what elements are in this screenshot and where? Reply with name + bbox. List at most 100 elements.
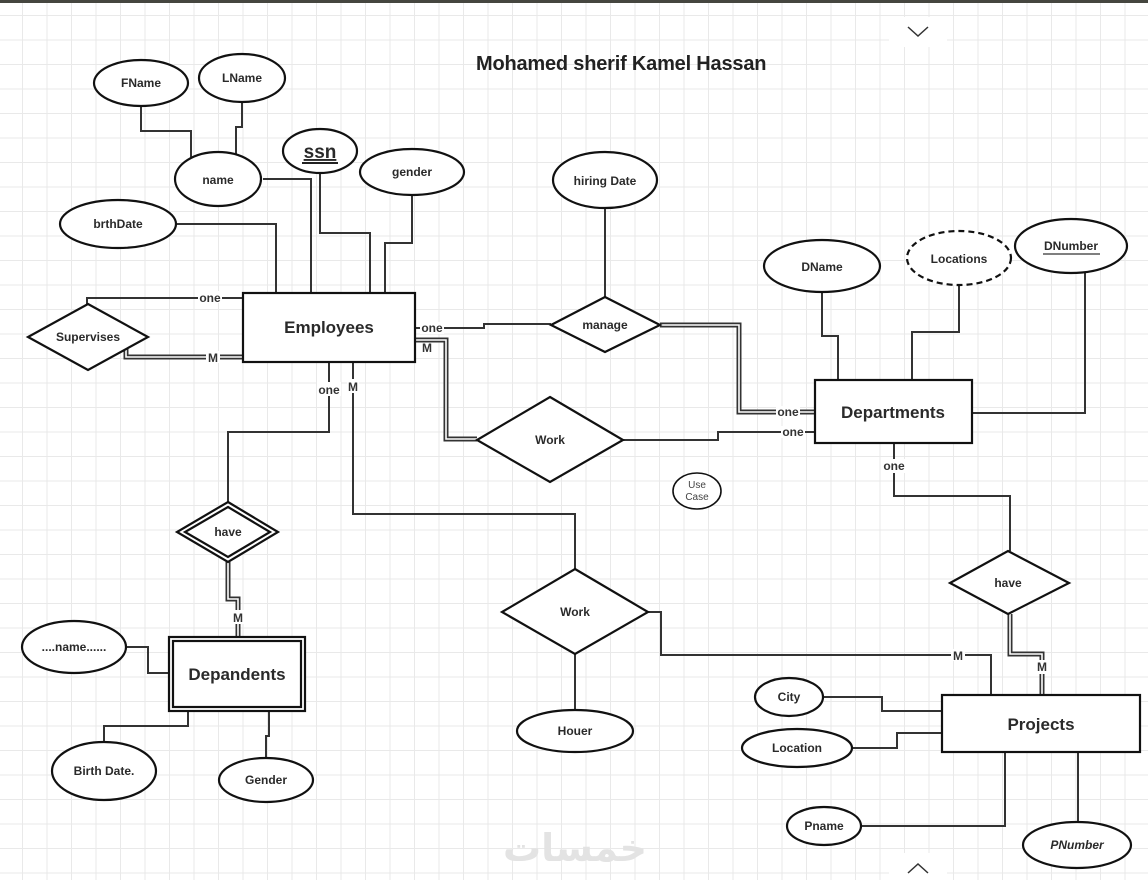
connector-birthdate-dependents [103,711,189,744]
relationship-work-projects[interactable]: Work [499,567,651,656]
attribute-fname[interactable]: FName [92,58,190,108]
cardinality-label: M [422,341,432,355]
attribute-ssn-label: ssn [304,142,337,163]
attribute-dependent-gender-label: Gender [245,773,287,787]
connector-pname-projects [862,752,1006,827]
diagram-title: Mohamed sherif Kamel Hassan [476,53,767,75]
attribute-dnumber[interactable]: DNumber [1013,217,1129,275]
attribute-gender[interactable]: gender [358,147,466,197]
attribute-dnumber-label: DNumber [1044,239,1098,253]
connector-name-employees [263,178,312,293]
attribute-name[interactable]: name [173,150,263,208]
attribute-location-label: Location [772,741,822,755]
attribute-dname-label: DName [801,260,843,274]
window-top-bar [0,0,1148,3]
cardinality-label: one [318,383,340,397]
cardinality-label: one [199,291,221,305]
attribute-dependent-gender[interactable]: Gender [217,756,315,804]
relationship-manage[interactable]: manage [548,295,663,354]
connector-location-projects [852,732,942,749]
attribute-gender-label: gender [392,165,432,179]
entity-projects[interactable]: Projects [940,693,1142,754]
relationship-have-projects-label: have [994,576,1022,590]
connector-ssn-employees [319,172,371,293]
connector-dnumber-departments [972,272,1086,414]
entity-employees[interactable]: Employees [241,291,417,364]
entity-projects-label: Projects [1007,715,1074,734]
attribute-houer-label: Houer [558,724,593,738]
attribute-lname[interactable]: LName [197,52,287,104]
cardinality-label: M [1037,660,1047,674]
connector-manage-departments [660,322,815,415]
relationship-have-dependents[interactable]: have [174,500,281,564]
relationship-have-dependents-label: have [214,525,242,539]
attribute-hiring-date[interactable]: hiring Date [551,150,659,210]
connector-dname-departments [821,291,839,380]
attribute-location[interactable]: Location [740,727,854,769]
attribute-name-label: name [202,173,234,187]
connector-employees-workp [352,362,576,569]
cardinality-label: M [208,351,218,365]
connector-gender-employees [384,194,413,293]
attribute-fname-label: FName [121,76,161,90]
use-case-line2: Case [685,492,709,503]
attribute-houer[interactable]: Houer [515,708,635,754]
relationship-supervises-label: Supervises [56,330,120,344]
attribute-pname[interactable]: Pname [785,805,863,847]
relationship-manage-label: manage [582,318,628,332]
connector-employees-have [227,362,330,502]
attribute-locations[interactable]: Locations [905,229,1013,287]
attribute-lname-label: LName [222,71,262,85]
relationship-supervises[interactable]: Supervises [25,302,151,372]
connector-workp-projects [648,611,992,695]
cardinality-label: one [782,425,804,439]
connector-fname-name [140,106,192,157]
connector-lname-name [235,102,243,155]
attribute-dname[interactable]: DName [762,238,882,294]
attribute-brthdate[interactable]: brthDate [58,198,178,250]
connector-departments-have [893,443,1011,551]
cardinality-labels: one M one M one one one M M one M M [198,291,1049,674]
attribute-dependent-name[interactable]: ....name...... [20,619,128,675]
chevron-up-icon [907,862,929,874]
expand-button[interactable] [889,853,947,883]
attribute-pnumber-label: PNumber [1050,838,1105,852]
collapse-button[interactable] [889,17,947,47]
er-diagram: Employees Departments Depandents Project… [20,52,1142,870]
connector-work-departments [623,431,815,441]
watermark-logo: خمسات [503,826,647,870]
connector-supervises-one [86,297,243,305]
relationship-have-projects[interactable]: have [947,549,1072,616]
attribute-pname-label: Pname [804,819,844,833]
connector-employees-manage [415,323,551,329]
entity-departments[interactable]: Departments [813,378,974,445]
attribute-dependent-name-label: ....name...... [42,640,107,654]
cardinality-label: one [777,405,799,419]
connector-brthdate-employees [176,223,277,293]
attribute-locations-label: Locations [931,252,988,266]
cardinality-label: M [348,380,358,394]
entity-employees-label: Employees [284,318,374,337]
attribute-city[interactable]: City [753,676,825,718]
relationship-work-projects-label: Work [560,605,590,619]
attribute-brthdate-label: brthDate [93,217,143,231]
attribute-birth-date[interactable]: Birth Date. [50,740,158,802]
connector-depname-dependents [126,646,170,674]
relationship-work-departments[interactable]: Work [474,395,626,484]
entity-departments-label: Departments [841,403,945,422]
use-case-line1: Use [688,480,706,491]
cardinality-label: one [883,459,905,473]
relationship-work-departments-label: Work [535,433,565,447]
connector-locations-departments [911,285,960,380]
use-case-shape[interactable]: Use Case [672,472,722,510]
cardinality-label: one [421,321,443,335]
connector-city-projects [823,696,942,712]
entity-dependents[interactable]: Depandents [167,635,307,713]
attribute-ssn[interactable]: ssn [281,127,359,175]
connector-gender-dependents [265,711,270,759]
cardinality-label: M [233,611,243,625]
attribute-pnumber[interactable]: PNumber [1021,820,1133,870]
connector-supervises-m [123,344,243,360]
attribute-city-label: City [778,690,801,704]
diagram-canvas[interactable]: Employees Departments Depandents Project… [0,3,1148,883]
